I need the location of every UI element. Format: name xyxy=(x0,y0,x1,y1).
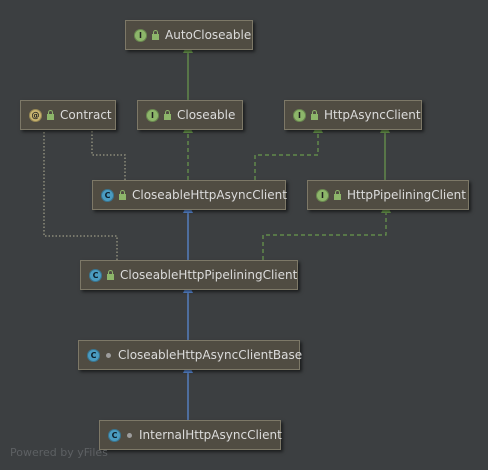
interface-icon: I xyxy=(316,188,329,202)
node-closeable[interactable]: I Closeable xyxy=(137,100,243,130)
public-lock-icon xyxy=(47,109,54,120)
node-contract[interactable]: @ Contract xyxy=(20,100,116,130)
node-label: Contract xyxy=(60,108,112,122)
interface-icon: I xyxy=(146,108,159,122)
node-label: Closeable xyxy=(177,108,236,122)
node-autocloseable[interactable]: I AutoCloseable xyxy=(125,20,253,50)
node-httppipeliningclient[interactable]: I HttpPipeliningClient xyxy=(307,180,469,210)
abstract-class-icon: C xyxy=(101,188,114,202)
abstract-class-icon: C xyxy=(89,268,102,282)
node-closeablehttpasyncclient[interactable]: C CloseableHttpAsyncClient xyxy=(92,180,287,210)
package-private-icon xyxy=(105,352,112,358)
node-closeablehttppipeliningclient[interactable]: C CloseableHttpPipeliningClient xyxy=(80,260,298,290)
node-label: CloseableHttpPipeliningClient xyxy=(120,268,298,282)
interface-icon: I xyxy=(293,108,306,122)
edge-chpc-contract xyxy=(43,131,118,260)
public-lock-icon xyxy=(164,109,171,120)
public-lock-icon xyxy=(311,109,318,120)
node-label: HttpAsyncClient xyxy=(324,108,421,122)
public-lock-icon xyxy=(334,189,341,200)
public-lock-icon xyxy=(152,29,159,40)
node-label: CloseableHttpAsyncClient xyxy=(132,188,287,202)
class-icon: C xyxy=(108,428,121,442)
node-label: AutoCloseable xyxy=(165,28,252,42)
abstract-class-icon: C xyxy=(87,348,100,362)
edge-chpc-hpc xyxy=(262,203,391,260)
interface-icon: I xyxy=(134,28,147,42)
edge-chac-contract xyxy=(91,131,126,180)
node-label: InternalHttpAsyncClient xyxy=(139,428,282,442)
public-lock-icon xyxy=(119,189,126,200)
node-closeablehttpasyncclientbase[interactable]: C CloseableHttpAsyncClientBase xyxy=(78,340,303,370)
node-internalhttpasyncclient[interactable]: C InternalHttpAsyncClient xyxy=(99,420,282,450)
public-lock-icon xyxy=(107,269,114,280)
package-private-icon xyxy=(126,432,133,438)
node-httpasyncclient[interactable]: I HttpAsyncClient xyxy=(284,100,422,130)
node-label: CloseableHttpAsyncClientBase xyxy=(118,348,303,362)
annotation-icon: @ xyxy=(29,108,42,122)
node-label: HttpPipeliningClient xyxy=(347,188,466,202)
watermark: Powered by yFiles xyxy=(10,446,108,459)
edge-chac-httpasyncclient xyxy=(254,123,323,180)
